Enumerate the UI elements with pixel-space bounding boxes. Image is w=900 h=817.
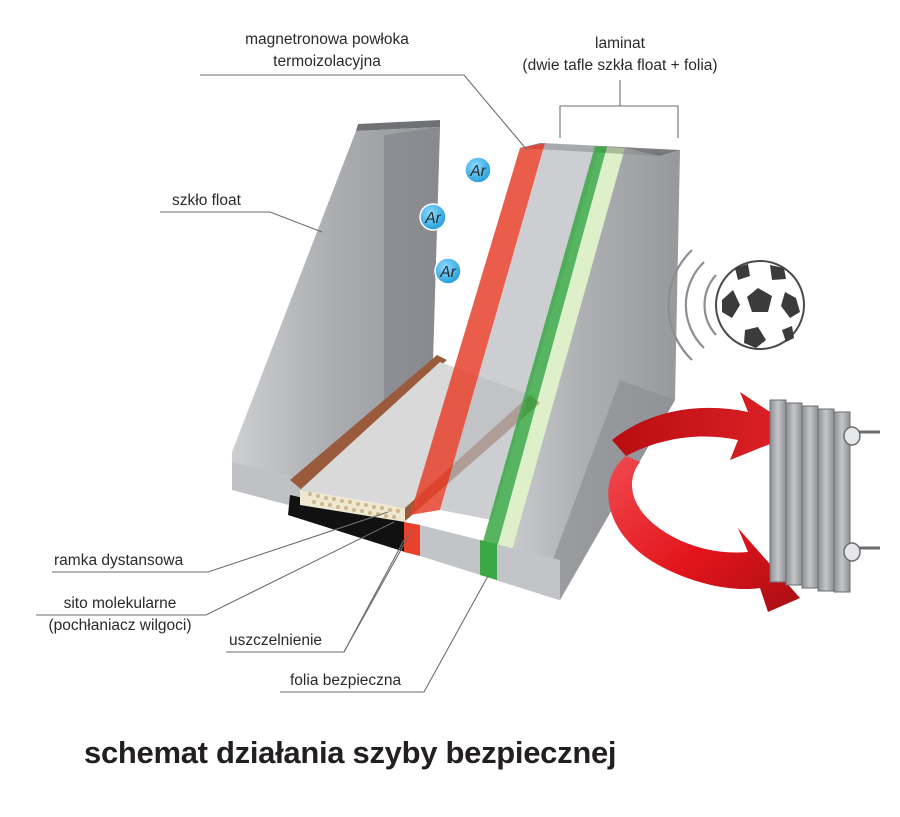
label-laminate-line2: (dwie tafle szkła float + folia) [522,57,717,74]
leader-lines [36,74,679,693]
argon-label-2: Ar [424,210,441,227]
argon-label-3: Ar [439,264,456,281]
label-spacer-frame: ramka dystansowa [54,552,184,569]
football-icon [715,260,805,350]
label-laminate-line1: laminat [595,35,646,52]
label-sieve-line2: (pochłaniacz wilgoci) [48,617,191,634]
laminated-glass-pane [410,143,680,600]
impact-waves-icon [667,249,717,361]
label-sealant: uszczelnienie [229,632,322,649]
diagram-caption: schemat działania szyby bezpiecznej [84,735,616,770]
radiator-icon [769,399,880,593]
label-coating-line2: termoizolacyjna [273,53,381,70]
label-sieve-line1: sito molekularne [64,595,177,612]
heat-reflection-arrow-icon [608,392,800,612]
sealant-black [288,495,405,552]
argon-label-1: Ar [469,163,486,180]
coating-layer [410,143,545,515]
safety-foil-layer [482,146,607,548]
label-float-glass: szkło float [172,192,242,209]
label-coating-line1: magnetronowa powłoka [245,31,409,48]
label-safety-foil: folia bezpieczna [290,672,402,689]
argon-bubble-icon [419,156,492,285]
